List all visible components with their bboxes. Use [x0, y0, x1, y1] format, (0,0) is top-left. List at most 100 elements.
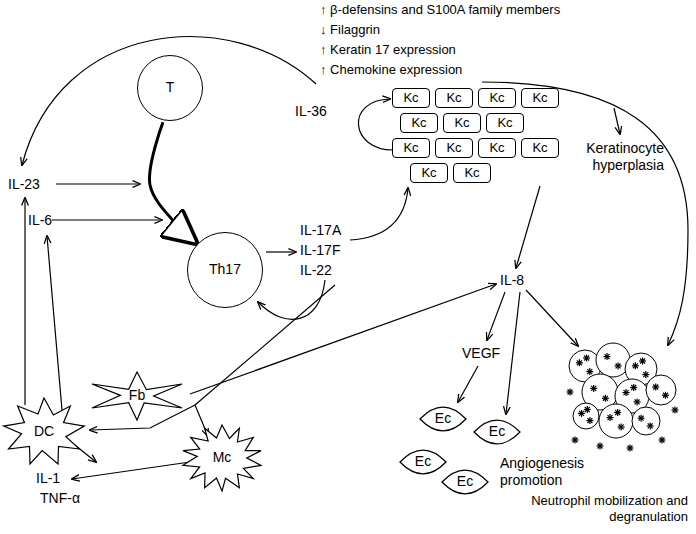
node-text: Ec: [489, 424, 505, 439]
keratinocyte-box: Kc: [392, 88, 430, 108]
effect-text: ↓ Filaggrin: [320, 22, 380, 38]
granule: [652, 384, 659, 391]
effect-text: ↑ Chemokine expression: [320, 62, 462, 78]
cytokine-label: IL-22: [300, 262, 332, 279]
cytokine-label: TNF-α: [40, 490, 80, 507]
star-cell: Mc: [182, 425, 262, 491]
effect-text: ↑ β-defensins and S100A family members: [320, 2, 560, 18]
granule: [583, 355, 590, 362]
node-text: Ec: [435, 411, 451, 426]
arrow-line: [22, 37, 316, 165]
arrow-line: [526, 290, 578, 346]
granule: [672, 407, 679, 414]
endothelial-cell: Ec: [418, 405, 468, 433]
endothelial-cell: Ec: [398, 448, 448, 476]
granule: [632, 362, 639, 369]
cytokine-label: Keratinocyte hyperplasia: [568, 140, 664, 174]
granule: [618, 423, 625, 430]
granule: [602, 395, 609, 402]
cell-outline-path: [92, 372, 182, 420]
granule: [647, 422, 654, 429]
granule: [630, 384, 637, 391]
endothelial-cell: Ec: [440, 468, 490, 496]
arrow-line: [266, 251, 296, 252]
arrow-line: [24, 198, 25, 405]
cytokine-label: IL-6: [28, 212, 52, 229]
keratinocyte-box: Kc: [410, 163, 448, 183]
granule: [623, 389, 630, 396]
node-text: T: [166, 80, 175, 95]
arrow-line: [47, 236, 62, 410]
neutrophil-cell: [632, 407, 660, 435]
star-cell: Fb: [85, 372, 189, 420]
node-text: Kc: [532, 91, 547, 105]
node-text: Kc: [489, 91, 504, 105]
granule: [614, 409, 621, 416]
arrow-line: [350, 188, 408, 240]
cytokine-label: Angiogenesis promotion: [500, 455, 600, 489]
keratinocyte-box: Kc: [478, 138, 516, 158]
keratinocyte-box: Kc: [521, 138, 559, 158]
keratinocyte-box: Kc: [453, 163, 491, 183]
granule: [584, 406, 591, 413]
granule: [586, 368, 593, 375]
node-text: Kc: [411, 116, 426, 130]
keratinocyte-box: Kc: [435, 138, 473, 158]
node-text: Kc: [403, 91, 418, 105]
arrow-line: [506, 292, 520, 414]
cell-outline-path: [4, 398, 85, 464]
granule: [638, 415, 645, 422]
granule: [634, 398, 641, 405]
keratinocyte-box: Kc: [478, 88, 516, 108]
arrow-line: [516, 186, 540, 268]
cell-outline-path: [420, 407, 466, 431]
cell-circle: T: [137, 55, 203, 121]
effect-text: ↑ Keratin 17 expression: [320, 42, 456, 58]
granule: [578, 410, 585, 417]
node-text: Kc: [497, 116, 512, 130]
node-text: Kc: [446, 141, 461, 155]
granule: [662, 392, 669, 399]
granule: [642, 371, 649, 378]
cytokine-label: VEGF: [462, 345, 500, 362]
neutrophil-cell: [573, 403, 599, 429]
cytokine-label: IL-36: [295, 103, 327, 120]
arrow-line: [482, 82, 688, 345]
keratinocyte-box: Kc: [443, 113, 481, 133]
node-text: Th17: [209, 262, 241, 277]
cell-outline-path: [474, 420, 520, 444]
arrow-line: [614, 108, 620, 134]
differentiation-arrow: [149, 122, 195, 242]
node-text: Kc: [454, 116, 469, 130]
cell-outline-path: [442, 470, 488, 494]
granule: [590, 385, 597, 392]
arrow-line: [72, 462, 190, 479]
granule: [572, 437, 579, 444]
node-text: Kc: [532, 141, 547, 155]
node-text: Kc: [464, 166, 479, 180]
node-text: Fb: [129, 388, 145, 403]
granule: [597, 443, 604, 450]
granule: [567, 389, 574, 396]
node-text: Ec: [415, 454, 431, 469]
granule: [586, 417, 593, 424]
granule: [659, 437, 666, 444]
arrow-line: [458, 366, 478, 402]
arrow-line: [90, 405, 195, 430]
keratinocyte-box: Kc: [521, 88, 559, 108]
granule: [639, 358, 646, 365]
cytokine-label: Neutrophil mobilization and degranulatio…: [520, 493, 688, 524]
granule: [615, 362, 622, 369]
keratinocyte-box: Kc: [486, 113, 524, 133]
keratinocyte-box: Kc: [400, 113, 438, 133]
cytokine-label: IL-23: [8, 176, 40, 193]
node-text: Mc: [213, 450, 232, 465]
granule: [576, 359, 583, 366]
cell-circle: Th17: [187, 232, 263, 308]
neutrophil-cell: [599, 404, 633, 438]
node-text: Kc: [489, 141, 504, 155]
cytokine-label: IL-17F: [300, 242, 340, 259]
arrow-line: [487, 292, 505, 340]
